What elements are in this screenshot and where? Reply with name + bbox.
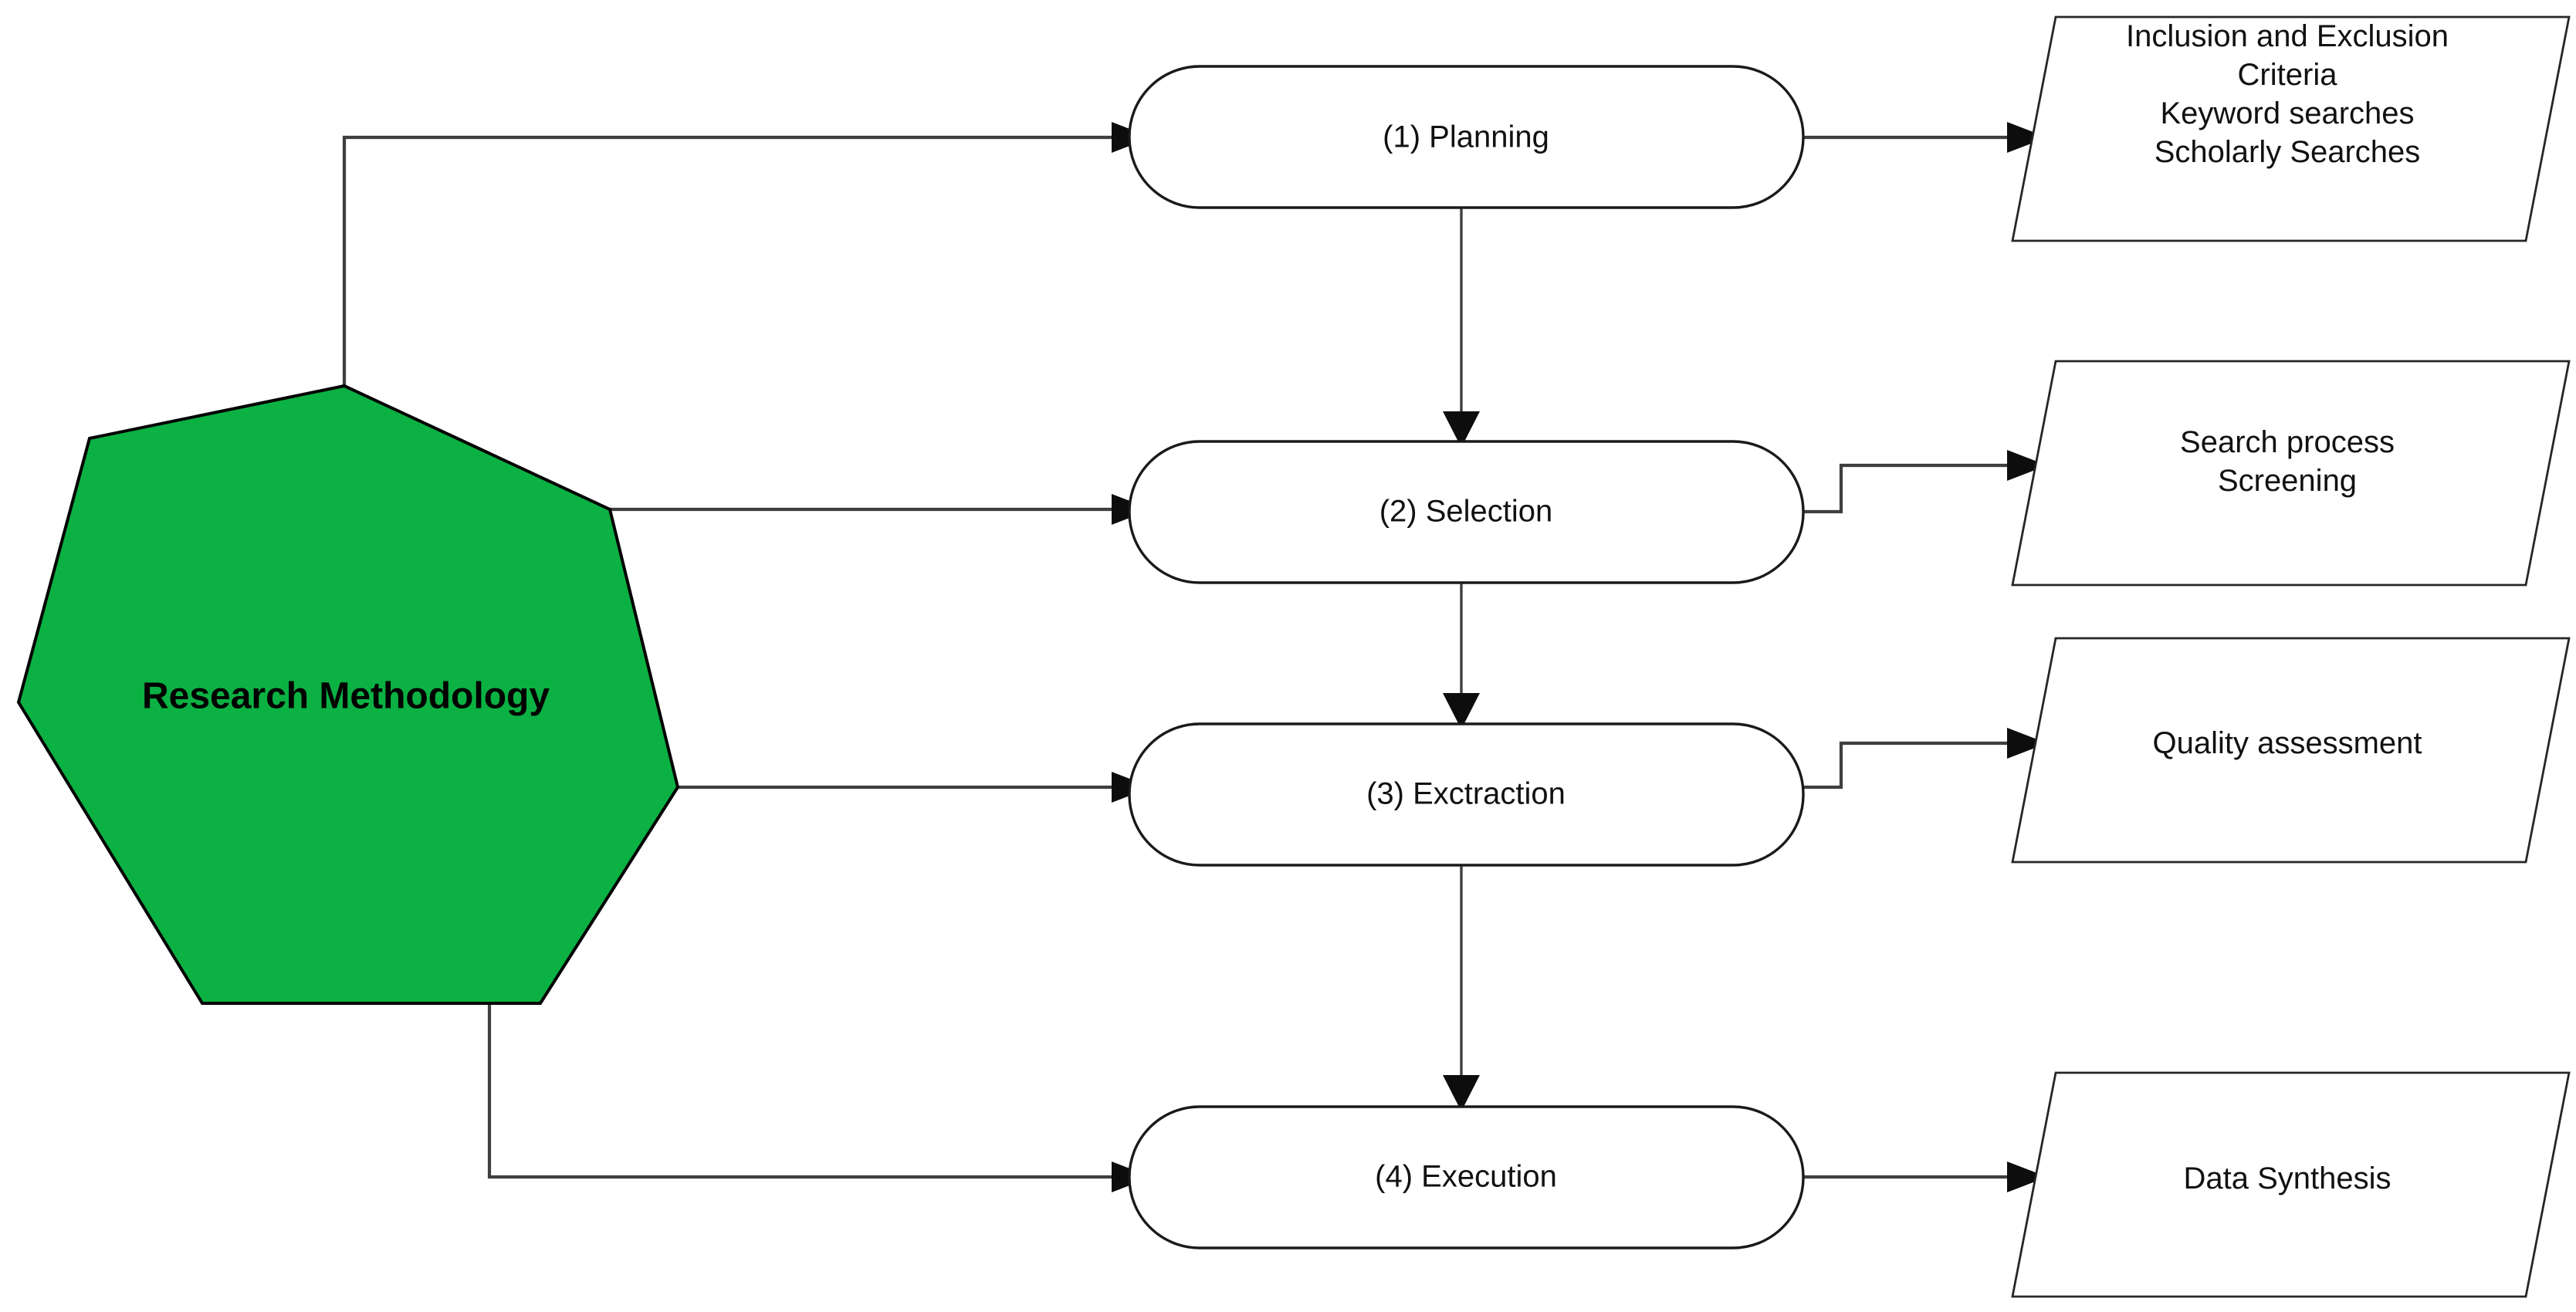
output-planning-line-2: Criteria <box>2238 58 2338 92</box>
output-execution-shape[interactable] <box>2011 1071 2571 1298</box>
output-planning-line-1: Inclusion and Exclusion <box>2126 19 2449 53</box>
arrowhead-planning-output <box>2007 122 2047 153</box>
output-selection-line-1: Search process <box>2180 425 2395 459</box>
stage-selection-label: (2) Selection <box>1379 495 1553 529</box>
arrowhead-planning-to-selection <box>1443 411 1480 448</box>
stage-execution[interactable]: (4) Execution <box>1128 1105 1805 1249</box>
stage-selection-shape[interactable] <box>1128 440 1805 584</box>
output-selection-line-2: Screening <box>2218 464 2357 498</box>
output-planning-shape[interactable] <box>2011 15 2571 242</box>
connector-planning-to-selection <box>1443 199 1480 448</box>
output-planning-line-3: Keyword searches <box>2160 96 2414 130</box>
arrowhead-execution-output <box>2007 1162 2047 1192</box>
stage-selection[interactable]: (2) Selection <box>1128 440 1805 584</box>
stage-planning[interactable]: (1) Planning <box>1128 65 1805 209</box>
stage-exctraction-shape[interactable] <box>1128 722 1805 867</box>
research-methodology-label: Research Methodology <box>142 676 550 717</box>
output-selection-shape[interactable] <box>2011 360 2571 587</box>
stage-execution-label: (4) Execution <box>1375 1160 1557 1194</box>
output-execution-line-1: Data Synthesis <box>2183 1162 2391 1195</box>
connector-exctraction-to-execution <box>1443 830 1480 1111</box>
stage-exctraction[interactable]: (3) Exctraction <box>1128 722 1805 867</box>
output-selection[interactable]: Search process Screening <box>2011 360 2571 587</box>
arrowhead-exctraction-output <box>2007 728 2047 759</box>
connector-selection-to-output <box>1799 450 2047 514</box>
stage-planning-shape[interactable] <box>1128 65 1805 209</box>
arrowhead-exctraction-to-execution <box>1443 1075 1480 1111</box>
output-exctraction[interactable]: Quality assessment <box>2011 637 2571 864</box>
output-exctraction-line-1: Quality assessment <box>2152 726 2422 760</box>
stage-exctraction-label: (3) Exctraction <box>1366 777 1566 811</box>
output-exctraction-shape[interactable] <box>2011 637 2571 864</box>
stage-planning-label: (1) Planning <box>1383 120 1549 154</box>
output-planning[interactable]: Inclusion and Exclusion Criteria Keyword… <box>2011 15 2571 242</box>
connector-layer <box>342 122 2047 1192</box>
connector-planning-to-output <box>1799 122 2047 153</box>
stage-execution-shape[interactable] <box>1128 1105 1805 1249</box>
heptagon-shape[interactable] <box>16 384 680 1005</box>
arrowhead-selection-output <box>2007 450 2047 481</box>
connector-exctraction-to-output <box>1799 728 2047 790</box>
output-planning-line-4: Scholarly Searches <box>2155 135 2421 169</box>
research-methodology-node[interactable]: Research Methodology <box>16 384 680 1005</box>
arrowhead-selection-to-exctraction <box>1443 693 1480 729</box>
connector-execution-to-output <box>1799 1162 2047 1192</box>
output-execution[interactable]: Data Synthesis <box>2011 1071 2571 1298</box>
